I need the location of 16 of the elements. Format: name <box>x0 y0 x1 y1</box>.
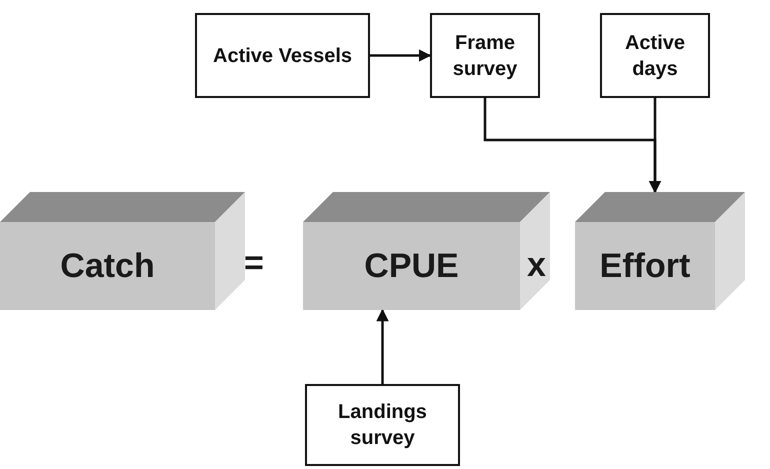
box-label: Active days <box>624 30 686 82</box>
arrow <box>376 308 389 384</box>
arrow <box>370 49 432 62</box>
process-box <box>195 13 370 98</box>
arrow <box>648 98 662 194</box>
operator-sign: x <box>527 246 546 285</box>
box-label: Frame survey <box>452 30 518 82</box>
process-box <box>600 13 710 98</box>
process-box <box>305 384 460 466</box>
process-box <box>430 13 540 98</box>
box-label: Landings survey <box>337 400 428 451</box>
operator-sign: = <box>244 244 264 283</box>
box-label: Active Vessels <box>212 44 353 68</box>
block-label: Catch <box>60 246 155 286</box>
block-label: CPUE <box>364 246 459 286</box>
block-label: Effort <box>600 246 690 286</box>
